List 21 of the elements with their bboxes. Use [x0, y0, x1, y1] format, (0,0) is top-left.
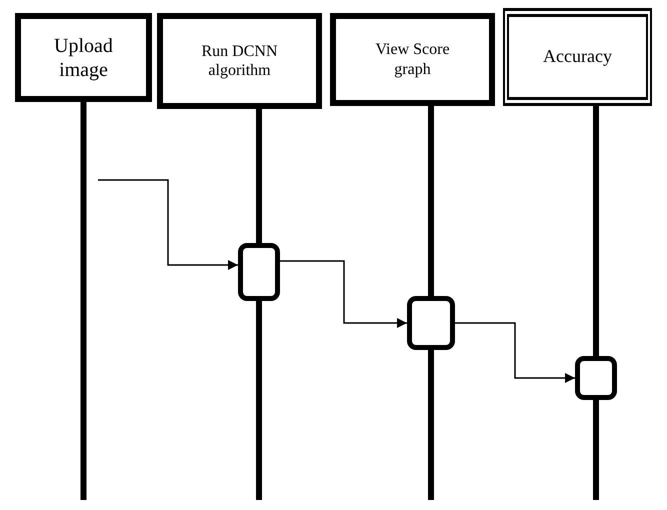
lifeline: [593, 400, 599, 500]
message-arrow: [98, 179, 238, 270]
activation-box: [407, 296, 455, 350]
message-arrow: [280, 260, 407, 328]
lifeline: [256, 301, 262, 500]
activation-box: [575, 356, 617, 400]
lifeline-header-box: [157, 13, 322, 109]
lifeline-label: Upload image: [53, 34, 114, 82]
lifeline-label: View Score graph: [374, 40, 451, 79]
activation-box: [238, 243, 280, 301]
lifeline-label: Run DCNN algorithm: [200, 42, 278, 80]
lifeline: [593, 106, 599, 356]
lifeline: [428, 106, 434, 296]
lifeline: [256, 109, 262, 243]
lifeline-header-box: [503, 8, 652, 106]
lifeline-header-box: [330, 13, 495, 106]
lifeline-header-box: [15, 13, 152, 102]
lifeline: [428, 350, 434, 500]
lifeline-label: Accuracy: [543, 46, 612, 68]
message-arrow: [455, 322, 575, 383]
lifeline: [80, 102, 86, 500]
